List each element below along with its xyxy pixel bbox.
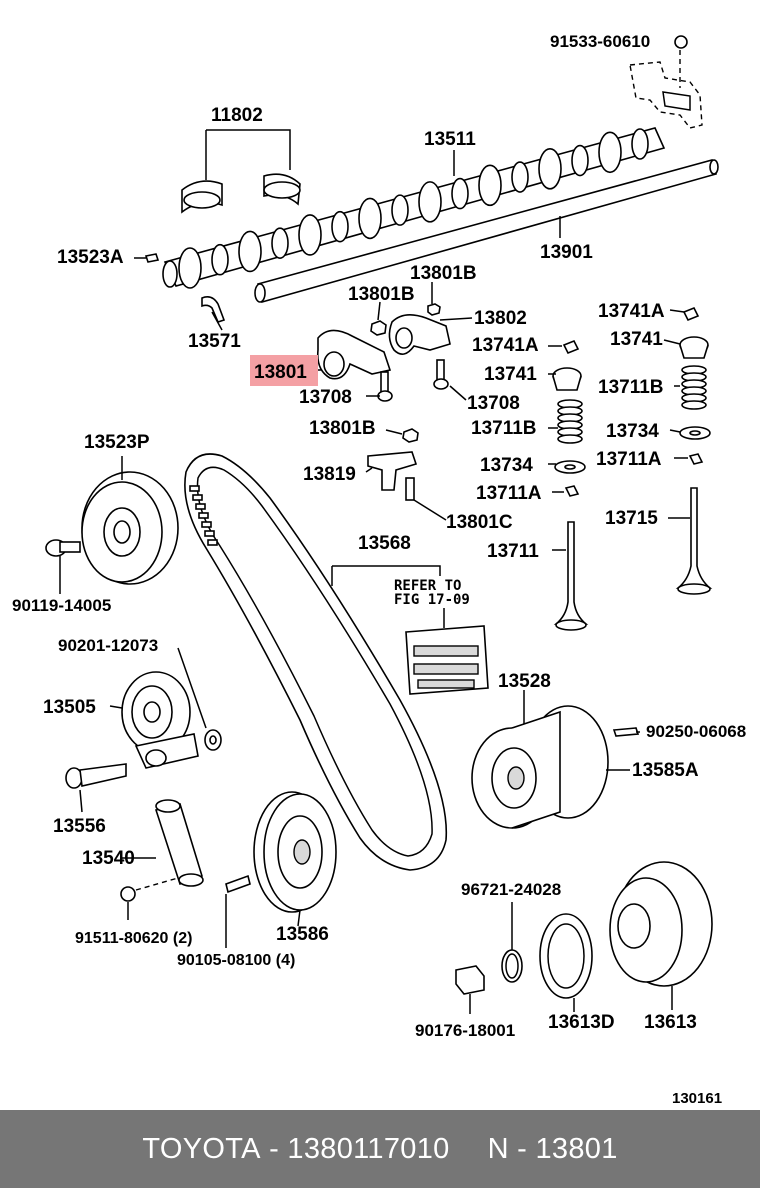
part-label-13708-right[interactable]: 13708 — [467, 393, 520, 414]
part-label-13734-right[interactable]: 13734 — [606, 421, 659, 442]
clip-drawing — [201, 296, 226, 323]
o-ring-drawing — [501, 902, 523, 983]
part-label-13528[interactable]: 13528 — [498, 671, 551, 692]
camshaft-bracket-drawing — [629, 50, 703, 129]
part-label-13741-right[interactable]: 13741 — [610, 329, 663, 350]
part-label-13734-left[interactable]: 13734 — [480, 455, 533, 476]
part-label-13801c[interactable]: 13801C — [446, 512, 513, 533]
part-label-13741a-left[interactable]: 13741A — [472, 335, 539, 356]
part-label-13523p[interactable]: 13523P — [84, 432, 150, 453]
part-label-90176-18001[interactable]: 90176-18001 — [415, 1021, 515, 1040]
part-label-13741a-right[interactable]: 13741A — [598, 301, 665, 322]
part-label-13556[interactable]: 13556 — [53, 816, 106, 837]
crankshaft-pulley-drawing — [253, 791, 337, 913]
part-label-13540[interactable]: 13540 — [82, 848, 135, 869]
oil-seal-drawing — [144, 253, 160, 263]
part-label-13801b-lower[interactable]: 13801B — [309, 418, 376, 439]
part-label-91533-60610[interactable]: 91533-60610 — [550, 32, 650, 51]
part-label-96721-24028[interactable]: 96721-24028 — [461, 880, 561, 899]
part-label-13613[interactable]: 13613 — [644, 1012, 697, 1033]
valve-retainer-drawing — [552, 336, 709, 391]
part-label-13801b-middle[interactable]: 13801B — [348, 284, 415, 305]
pivot-bolt-drawing — [65, 763, 127, 789]
part-label-13586[interactable]: 13586 — [276, 924, 329, 945]
part-label-13801-highlighted[interactable]: 13801 — [254, 362, 307, 383]
part-label-91511-80620[interactable]: 91511-80620 (2) — [75, 930, 192, 947]
refer-note-line2: FIG 17-09 — [394, 592, 470, 608]
refer-note-line1: REFER TO — [394, 578, 461, 594]
part-info-footer: TOYOTA - 1380117010 N - 13801 — [0, 1110, 760, 1188]
oil-pump-pulley-drawing — [471, 690, 609, 829]
part-label-13819[interactable]: 13819 — [303, 464, 356, 485]
part-label-90201-12073[interactable]: 90201-12073 — [58, 636, 158, 655]
part-label-13511[interactable]: 13511 — [424, 129, 476, 150]
plunger-bracket-drawing — [367, 451, 418, 501]
part-label-90119-14005[interactable]: 90119-14005 — [12, 596, 111, 615]
part-label-90105-08100[interactable]: 90105-08100 (4) — [177, 952, 295, 969]
flange-nut-drawing — [455, 965, 485, 1014]
nut-drawing — [427, 303, 441, 316]
part-label-13571[interactable]: 13571 — [188, 331, 241, 352]
part-label-13505[interactable]: 13505 — [43, 697, 96, 718]
valve-keeper-drawing — [562, 306, 704, 497]
valve-spring-drawing — [557, 365, 707, 444]
crankshaft-timing-pulley-drawing — [609, 861, 713, 1010]
footer-part-number: 1380117010 — [287, 1132, 450, 1165]
key-drawing — [612, 727, 640, 737]
part-label-13901[interactable]: 13901 — [540, 242, 593, 263]
part-label-13711b-left[interactable]: 13711B — [471, 418, 537, 439]
camshaft-pulley-drawing — [81, 456, 179, 585]
rocker-shaft-drawing — [254, 159, 719, 303]
footer-brand: TOYOTA — [142, 1132, 261, 1165]
nut-drawing — [402, 428, 419, 443]
part-label-13711a-left[interactable]: 13711A — [476, 483, 542, 504]
part-label-90250-06068[interactable]: 90250-06068 — [646, 722, 746, 741]
part-label-13708-left[interactable]: 13708 — [299, 387, 352, 408]
part-label-13523a[interactable]: 13523A — [57, 247, 124, 268]
part-label-13801b-upper[interactable]: 13801B — [410, 263, 477, 284]
pulley-bolt-drawing — [45, 539, 81, 594]
refer-gasket-drawing — [405, 608, 489, 695]
nut-drawing — [370, 320, 387, 336]
oil-seal-drawing — [539, 913, 593, 1012]
part-highlight — [250, 355, 318, 386]
leader-lines — [79, 129, 690, 927]
idler-pulley-drawing — [121, 671, 199, 769]
part-labels: 91533-60610 11802 13511 13523A 13901 138… — [12, 32, 746, 1107]
tensioner-drawing — [120, 799, 204, 902]
part-label-13715[interactable]: 13715 — [605, 508, 658, 529]
part-label-13711[interactable]: 13711 — [487, 541, 539, 562]
figure-number: 130161 — [672, 1090, 722, 1107]
spring-seat-drawing — [554, 426, 711, 474]
pulley-screw-drawing — [225, 874, 251, 948]
part-label-13613d[interactable]: 13613D — [548, 1012, 615, 1033]
part-label-13802[interactable]: 13802 — [474, 308, 527, 329]
camshaft-drawing — [162, 127, 666, 289]
part-label-13568[interactable]: 13568 — [358, 533, 411, 554]
part-label-13741-left[interactable]: 13741 — [484, 364, 537, 385]
parts-diagram: 91533-60610 11802 13511 13523A 13901 138… — [12, 32, 746, 1107]
footer-separator: - — [269, 1132, 280, 1165]
rocker-arm-drawing — [316, 314, 451, 380]
part-label-13711b-right[interactable]: 13711B — [598, 377, 664, 398]
camshaft-bearing-drawing — [181, 173, 301, 214]
timing-belt-drawing — [184, 453, 448, 871]
washer-drawing — [177, 647, 222, 751]
valve-drawing — [553, 487, 713, 631]
part-label-13711a-right[interactable]: 13711A — [596, 449, 662, 470]
part-label-11802[interactable]: 11802 — [211, 105, 263, 126]
part-label-13585a[interactable]: 13585A — [632, 760, 699, 781]
adjusting-screw-drawing — [377, 359, 449, 402]
footer-catalog-ref: N - 13801 — [487, 1132, 618, 1165]
